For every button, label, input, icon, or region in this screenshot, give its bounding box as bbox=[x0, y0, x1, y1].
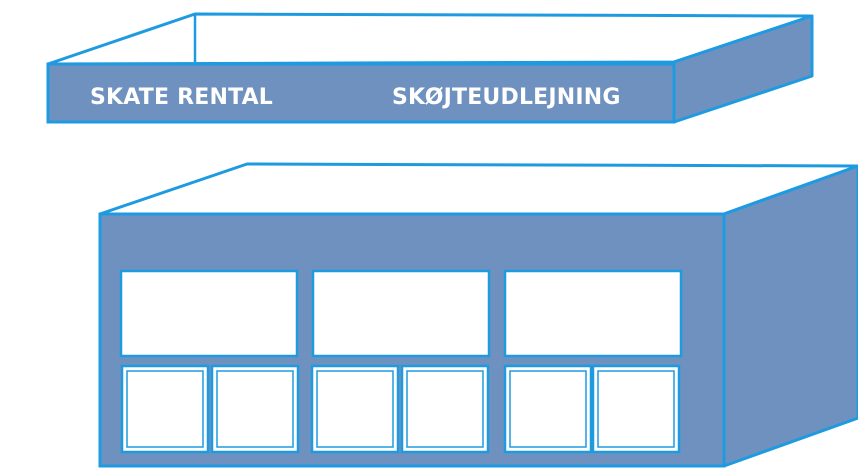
upper-window-1 bbox=[119, 269, 299, 358]
lower-window-4 bbox=[400, 364, 490, 454]
lower-window-2 bbox=[210, 364, 300, 454]
upper-window-3 bbox=[503, 269, 683, 358]
building bbox=[98, 162, 858, 468]
lower-window-6 bbox=[591, 364, 681, 454]
lower-window-3 bbox=[310, 364, 400, 454]
sign-label-english: SKATE RENTAL bbox=[90, 85, 273, 110]
sign-label-danish: SKØJTEUDLEJNING bbox=[392, 85, 621, 110]
sign-front-face bbox=[46, 62, 676, 124]
lower-window-5 bbox=[503, 364, 593, 454]
sign-box: SKATE RENTAL SKØJTEUDLEJNING bbox=[46, 12, 814, 124]
upper-window-2 bbox=[311, 269, 491, 358]
building-side-wall bbox=[722, 164, 858, 468]
lower-window-1 bbox=[120, 364, 210, 454]
